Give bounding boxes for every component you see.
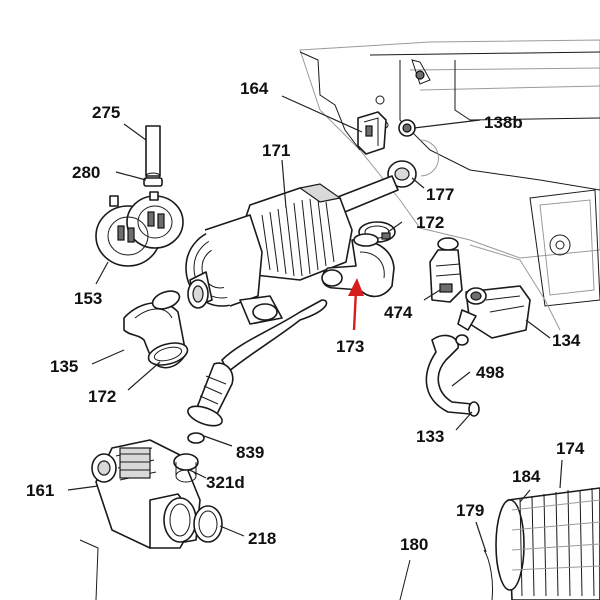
part-171-pump-motor	[185, 175, 399, 325]
part-138b-grommet	[398, 119, 416, 137]
part-172-clamp-lower	[147, 342, 189, 366]
label-133: 133	[416, 427, 444, 446]
label-177: 177	[426, 185, 454, 204]
leader-498	[451, 371, 471, 387]
label-153: 153	[74, 289, 102, 308]
leader-172a	[387, 221, 403, 233]
motor-coil	[261, 198, 335, 277]
label-135: 135	[50, 357, 78, 376]
part-labels: 275 280 164 171 138b 177 172 153 474 173…	[26, 79, 585, 554]
label-134: 134	[552, 331, 581, 350]
part-280-clip	[143, 177, 163, 187]
leader-839	[203, 435, 233, 447]
leader-134	[525, 319, 551, 339]
pump-outlet-hose	[187, 299, 328, 427]
part-321d-connector	[173, 453, 199, 483]
label-161: 161	[26, 481, 54, 500]
label-173: 173	[336, 337, 364, 356]
leader-179	[475, 521, 487, 553]
label-172-bottom: 172	[88, 387, 116, 406]
leader-321d	[189, 469, 207, 479]
leader-275	[123, 123, 147, 141]
label-180: 180	[400, 535, 428, 554]
part-474-valve	[429, 237, 463, 303]
highlight-arrow-head	[348, 278, 364, 296]
leader-184	[519, 489, 531, 503]
part-275-tube	[145, 125, 161, 180]
part-218-seal	[193, 505, 223, 543]
label-138b: 138b	[484, 113, 523, 132]
leader-133	[455, 411, 473, 431]
label-164: 164	[240, 79, 269, 98]
label-498: 498	[476, 363, 504, 382]
part-172-clamp-upper	[353, 232, 391, 247]
leader-161	[67, 485, 99, 491]
label-172-top: 172	[416, 213, 444, 232]
leader-218	[219, 525, 245, 537]
label-280: 280	[72, 163, 100, 182]
part-177-seal	[387, 160, 417, 188]
leader-474	[423, 289, 441, 301]
part-134-circulation-pump	[457, 285, 531, 339]
label-179: 179	[456, 501, 484, 520]
leader-174	[559, 459, 563, 489]
leader-lines	[67, 95, 563, 553]
leader-172b	[127, 361, 161, 391]
part-161-drain-valve	[91, 439, 201, 549]
leader-138b	[413, 119, 481, 129]
part-839-ring	[187, 432, 205, 444]
leader-164	[281, 95, 363, 133]
label-275: 275	[92, 103, 120, 122]
label-171: 171	[262, 141, 290, 160]
part-clamp-upper	[151, 290, 181, 310]
label-184: 184	[512, 467, 541, 486]
label-174: 174	[556, 439, 585, 458]
part-164-clip	[357, 111, 387, 155]
part-498-hose	[425, 334, 480, 417]
part-184-filter	[495, 487, 600, 600]
leader-177	[411, 177, 425, 189]
label-321d: 321d	[206, 473, 245, 492]
part-180-fragment	[79, 539, 411, 600]
part-153-pressure-switch	[95, 191, 184, 267]
leader-153	[95, 261, 109, 285]
leader-135	[91, 349, 125, 365]
label-839: 839	[236, 443, 264, 462]
leader-171	[281, 159, 287, 209]
part-173-elbow-hose	[321, 221, 396, 298]
label-218: 218	[248, 529, 276, 548]
machine-housing	[299, 39, 600, 331]
highlight-arrow-shaft	[352, 289, 358, 331]
part-179-fragment	[483, 549, 493, 600]
leader-280	[115, 171, 147, 181]
label-474: 474	[384, 303, 413, 322]
highlight-arrow	[348, 278, 364, 331]
